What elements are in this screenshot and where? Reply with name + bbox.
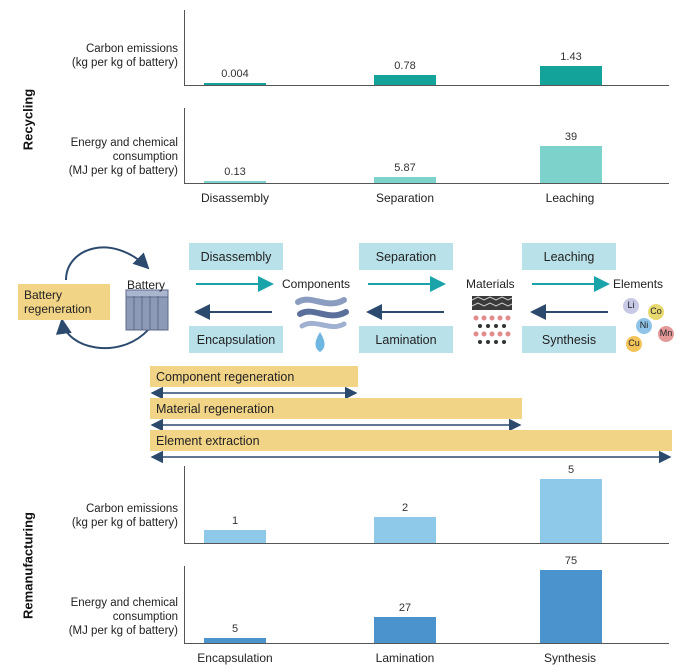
recycling-energy-bar-2 (374, 177, 436, 183)
recycling-energy-baseline (184, 183, 669, 184)
reman-carbon-bar-2 (374, 517, 436, 543)
recycling-carbon-bar-1 (204, 83, 266, 85)
element-cu-circle (626, 336, 642, 352)
component-regeneration-bar: Component regeneration (150, 366, 358, 387)
step-disassembly: Disassembly (189, 243, 283, 270)
materials-node-label: Materials (466, 277, 515, 291)
recycling-carbon-bar-2 (374, 75, 436, 85)
recycling-carbon-baseline (184, 85, 669, 86)
recycling-category-separation: Separation (375, 191, 435, 205)
components-icon (295, 296, 349, 352)
reman-carbon-bar-1 (204, 530, 266, 543)
elements-node-label: Elements (613, 277, 664, 291)
battery-regeneration-box: Battery regeneration (18, 284, 110, 320)
recycling-carbon-value-label-1: 0.004 (221, 68, 249, 80)
step-synthesis: Synthesis (522, 326, 616, 353)
reman-axis-top (184, 466, 185, 544)
recycling-category-disassembly: Disassembly (200, 191, 269, 205)
recycling-category-leaching: Leaching (545, 191, 595, 205)
element-co-circle (648, 304, 664, 320)
step-lamination: Lamination (359, 326, 453, 353)
reman-energy-bar-1 (204, 638, 266, 643)
recycling-energy-value-label-1: 0.13 (224, 166, 246, 178)
recycling-energy-value-label-2: 5.87 (394, 162, 416, 174)
step-leaching: Leaching (522, 243, 616, 270)
recycling-carbon-label: Carbon emissions (kg per kg of battery) (71, 43, 178, 69)
reman-carbon-value-label-3: 5 (567, 464, 575, 476)
recycling-axis-bottom (184, 108, 185, 184)
recycling-energy-label: Energy and chemical consumption (MJ per … (68, 137, 178, 177)
recycling-axis-top (184, 10, 185, 86)
recycling-carbon-value-label-3: 1.43 (560, 51, 582, 63)
element-mn-circle (658, 326, 674, 342)
reman-carbon-label: Carbon emissions (kg per kg of battery) (71, 503, 178, 529)
reman-energy-value-label-1: 5 (231, 623, 239, 635)
recycling-energy-bar-3 (540, 146, 602, 183)
reman-category-synthesis: Synthesis (543, 651, 597, 665)
recycling-carbon-value-label-2: 0.78 (394, 60, 416, 72)
regen-cycle-arrow-bottom (55, 318, 149, 350)
reman-carbon-bar-3 (540, 479, 602, 543)
element-ni-circle (636, 318, 652, 334)
material-regeneration-bar: Material regeneration (150, 398, 522, 419)
reman-energy-value-label-2: 27 (398, 602, 412, 614)
step-separation: Separation (359, 243, 453, 270)
element-li-label: Li (627, 300, 635, 310)
reman-category-lamination: Lamination (375, 651, 435, 665)
reman-energy-value-label-3: 75 (564, 555, 578, 567)
recycling-energy-bar-1 (204, 181, 266, 183)
element-co-label: Co (650, 306, 662, 316)
element-extraction-bar: Element extraction (150, 430, 672, 451)
materials-icon (471, 296, 513, 344)
reman-category-encapsulation: Encapsulation (197, 651, 273, 665)
reman-energy-bar-3 (540, 570, 602, 643)
battery-pack-icon (125, 289, 169, 331)
components-node-label: Components (282, 277, 351, 291)
reman-carbon-value-label-1: 1 (231, 515, 239, 527)
reman-energy-label: Energy and chemical consumption (MJ per … (68, 597, 178, 637)
battery-node-label: Battery (127, 278, 166, 292)
element-li-circle (623, 298, 639, 314)
regen-cycle-arrow-top (65, 246, 150, 281)
reman-axis-bottom (184, 566, 185, 644)
element-mn-label: Mn (659, 328, 673, 338)
recycling-energy-value-label-3: 39 (564, 131, 578, 143)
reman-energy-bar-2 (374, 617, 436, 643)
element-ni-label: Ni (639, 320, 649, 330)
reman-carbon-value-label-2: 2 (401, 502, 409, 514)
element-cu-label: Cu (628, 338, 640, 348)
reman-energy-baseline (184, 643, 669, 644)
reman-carbon-baseline (184, 543, 669, 544)
step-encapsulation: Encapsulation (189, 326, 283, 353)
recycling-carbon-bar-3 (540, 66, 602, 85)
